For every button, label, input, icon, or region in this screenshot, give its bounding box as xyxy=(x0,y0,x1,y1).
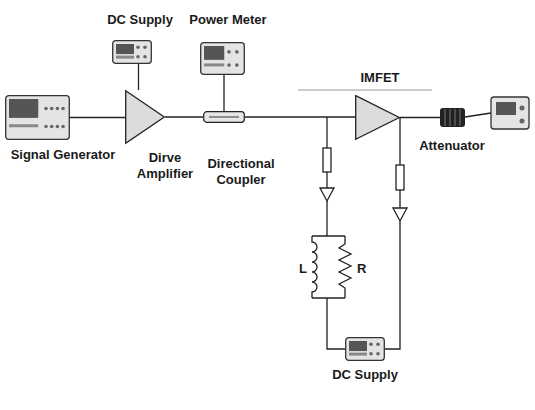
signal-wire xyxy=(70,117,125,118)
inductor-label: L xyxy=(299,262,307,275)
bias-tee-symbol xyxy=(320,188,334,201)
signal-wire xyxy=(400,117,440,118)
node-label: Directional Coupler xyxy=(199,156,283,187)
node-label: DC Supply xyxy=(332,367,398,383)
node-label: Attenuator xyxy=(419,138,485,154)
directional-coupler: Directional Coupler xyxy=(203,111,245,123)
output-wire xyxy=(465,113,491,117)
parallel-bar xyxy=(312,297,345,298)
inst-outline xyxy=(5,95,70,140)
tri-outline xyxy=(355,95,400,140)
drain-wire xyxy=(385,221,400,349)
gate-wire xyxy=(327,298,345,349)
gate-wire xyxy=(326,117,327,148)
dc-supply: DC Supply xyxy=(112,40,152,64)
divider-line xyxy=(298,90,432,91)
power-meter: Power Meter xyxy=(200,42,245,75)
inductor-symbol xyxy=(312,236,317,298)
bias-tee-symbol xyxy=(393,208,407,221)
bias-line xyxy=(396,165,404,190)
node-label: Dirve Amplifier xyxy=(129,150,201,181)
resistor-label: R xyxy=(357,262,366,275)
node-label: Power Meter xyxy=(189,12,266,28)
drive-amplifier: Dirve Amplifier xyxy=(125,90,165,144)
inst-outline xyxy=(112,40,152,64)
node-label: DC Supply xyxy=(107,12,173,28)
signal-wire xyxy=(138,64,139,90)
inst-outline xyxy=(200,42,245,75)
node-label: IMFET xyxy=(361,70,400,86)
tri-outline xyxy=(125,90,165,144)
imfet-amplifier: IMFET xyxy=(355,95,400,140)
signal-wire xyxy=(245,116,355,117)
signal-wire xyxy=(223,75,224,111)
drain-wire xyxy=(399,190,400,208)
resistor-symbol xyxy=(339,236,351,298)
node-label: Signal Generator xyxy=(11,147,116,163)
parallel-bar xyxy=(312,235,345,236)
drain-wire xyxy=(399,117,400,165)
coupler-outline xyxy=(203,111,245,123)
signal-wire xyxy=(165,116,203,117)
atten-outline xyxy=(440,108,465,127)
bias-line xyxy=(323,148,331,172)
signal-generator: Signal Generator xyxy=(5,95,70,140)
gate-wire xyxy=(326,172,327,188)
inst-outline xyxy=(345,337,385,361)
attenuator: Attenuator xyxy=(440,108,465,127)
power-meter-icon xyxy=(491,97,529,129)
gate-wire xyxy=(326,201,327,236)
dc-supply: DC Supply xyxy=(345,337,385,361)
